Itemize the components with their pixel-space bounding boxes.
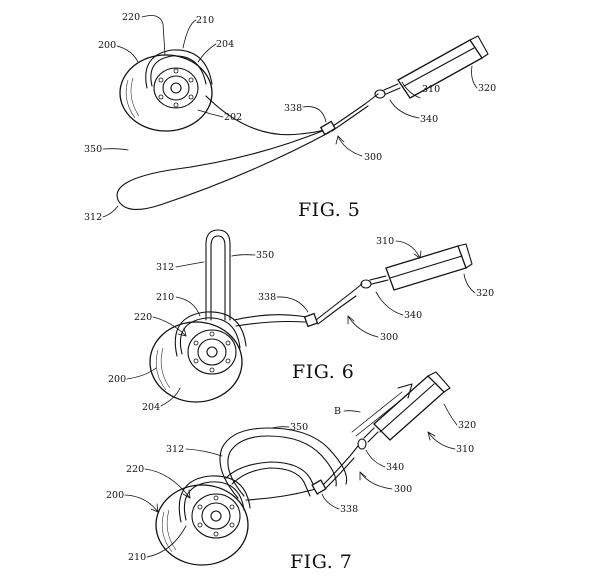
ref-312: 312 xyxy=(84,212,102,223)
figure-6: 312 350 210 220 200 204 338 310 320 340 … xyxy=(108,229,494,413)
ref-350-f6: 350 xyxy=(256,250,274,261)
ref-300-f7: 300 xyxy=(394,484,412,495)
ref-350-f7: 350 xyxy=(290,422,308,433)
ref-200-f6: 200 xyxy=(108,374,126,385)
ref-200: 200 xyxy=(98,40,116,51)
ref-312-f6: 312 xyxy=(156,262,174,273)
fig7-wrist-strap xyxy=(373,371,451,441)
fig5-cord xyxy=(205,95,331,136)
fig5-clip xyxy=(374,83,401,99)
direction-arrow-b xyxy=(351,383,413,437)
fig6-wrist-strap xyxy=(385,243,473,291)
ref-338: 338 xyxy=(284,103,302,114)
figure-5: 220 210 204 200 202 338 320 310 340 300 … xyxy=(84,12,496,223)
fig7-cord-loop xyxy=(219,427,348,499)
ref-300-f6: 300 xyxy=(380,332,398,343)
ref-312-f7: 312 xyxy=(166,444,184,455)
ref-320-f6: 320 xyxy=(476,288,494,299)
ref-200-f7: 200 xyxy=(106,490,124,501)
ref-204: 204 xyxy=(216,39,234,50)
ref-220: 220 xyxy=(122,12,140,23)
figure-7-title: FIG. 7 xyxy=(290,551,352,573)
fig5-device xyxy=(119,49,213,132)
ref-340: 340 xyxy=(420,114,438,125)
fig7-device xyxy=(155,475,251,566)
ref-300: 300 xyxy=(364,152,382,163)
ref-210-f7: 210 xyxy=(128,552,146,563)
fig6-clip xyxy=(360,275,389,289)
fig5-stopper xyxy=(319,120,337,136)
fig7-clip xyxy=(357,427,379,450)
ref-338-f7: 338 xyxy=(340,504,358,515)
ref-340-f6: 340 xyxy=(404,310,422,321)
figure-7: B 320 310 340 300 350 312 220 200 210 33… xyxy=(106,371,476,573)
ref-220-f7: 220 xyxy=(126,464,144,475)
ref-b: B xyxy=(334,406,341,417)
ref-220-f6: 220 xyxy=(134,312,152,323)
fig6-stopper xyxy=(303,312,319,328)
ref-310-f7: 310 xyxy=(456,444,474,455)
ref-204-f6: 204 xyxy=(142,402,160,413)
ref-210: 210 xyxy=(196,15,214,26)
ref-340-f7: 340 xyxy=(386,462,404,473)
fig6-device xyxy=(149,311,247,403)
ref-310-f6: 310 xyxy=(376,236,394,247)
ref-210-f6: 210 xyxy=(156,292,174,303)
ref-310: 310 xyxy=(422,84,440,95)
ref-350: 350 xyxy=(84,144,102,155)
figure-5-title: FIG. 5 xyxy=(298,199,360,221)
figure-6-title: FIG. 6 xyxy=(292,361,354,383)
fig5-wrist-strap xyxy=(397,35,489,99)
ref-320-f7: 320 xyxy=(458,420,476,431)
ref-202: 202 xyxy=(224,112,242,123)
ref-338-f6: 338 xyxy=(258,292,276,303)
fig6-cord-loop xyxy=(205,229,231,321)
fig5-cord-loop xyxy=(116,129,331,211)
ref-320: 320 xyxy=(478,83,496,94)
fig7-stopper xyxy=(311,479,327,495)
